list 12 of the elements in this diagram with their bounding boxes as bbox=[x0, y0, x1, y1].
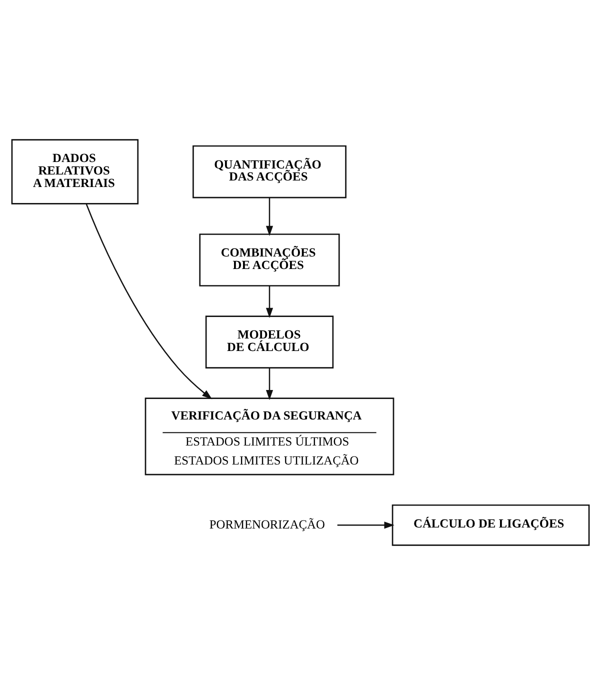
node-text: PORMENORIZAÇÃO bbox=[209, 516, 325, 531]
node-box: VERIFICAÇÃO DA SEGURANÇA ESTADOS LIMITES ÚLTIMOS ESTADOS LIMITES UTILIZAÇÃO bbox=[144, 397, 394, 475]
node-box: CÁLCULO DE LIGAÇÕES bbox=[392, 504, 590, 546]
node-box: MODELOS DE CÁLCULO bbox=[205, 315, 334, 368]
node-box: COMBINAÇÕES DE ACÇÕES bbox=[199, 233, 340, 286]
arrow bbox=[266, 285, 274, 318]
arrow bbox=[266, 368, 274, 400]
arrow bbox=[337, 521, 394, 528]
node-box: QUANTIFICAÇÃO DAS ACÇÕES bbox=[192, 144, 346, 198]
node-box: DADOS RELATIVOS A MATERIAIS bbox=[11, 138, 139, 204]
arrow bbox=[266, 197, 274, 236]
arrow bbox=[86, 203, 212, 399]
